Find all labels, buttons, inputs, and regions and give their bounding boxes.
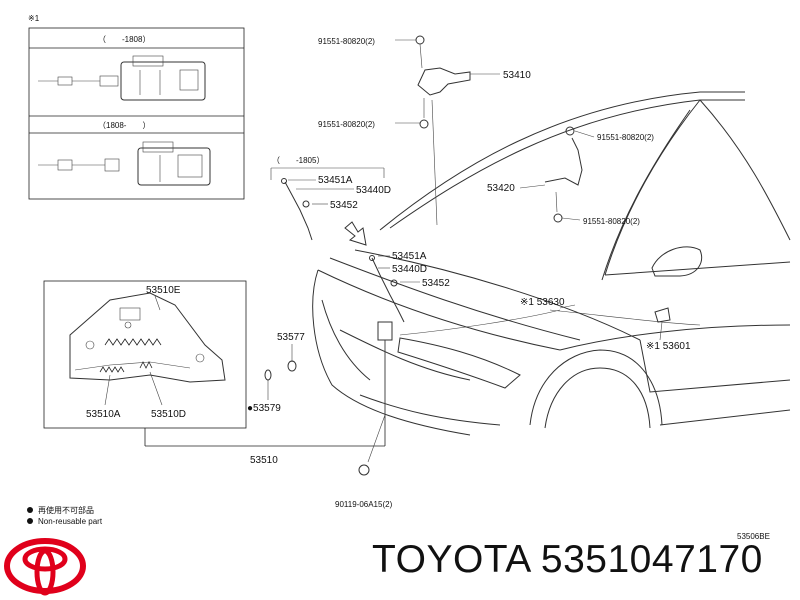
range-a-label: （ -1808） xyxy=(98,35,150,44)
label-53451A-b: 53451A xyxy=(392,251,427,262)
legend-bullet-1 xyxy=(27,507,33,513)
washer-hose-53630: ※1 53630 xyxy=(399,297,576,336)
bolts-90119: 90119-06A15(2) xyxy=(335,340,393,509)
vehicle-outline xyxy=(312,91,791,436)
legend-line-2: Non-reusable part xyxy=(38,517,103,526)
label-53452-b: 53452 xyxy=(422,278,450,289)
washer-nozzle-53601: ※1 53601 xyxy=(646,307,691,352)
label-53440D-b: 53440D xyxy=(392,264,427,275)
legend: 再使用不可部品 Non-reusable part xyxy=(27,505,103,526)
hood-support-lower: 53451A 53440D 53452 xyxy=(369,251,450,323)
toyota-logo xyxy=(4,538,86,596)
legend-bullet-2 xyxy=(27,518,33,524)
hood-support-upper: （ -1805） 53451A 53440D 53452 xyxy=(270,156,391,241)
brand-part-number: TOYOTA 5351047170 xyxy=(372,538,763,581)
cushion-and-clip: 53577 ●53579 xyxy=(247,332,305,414)
label-53510: 53510 xyxy=(250,455,278,466)
range-1805-label: （ -1805） xyxy=(272,156,324,165)
label-53420: 53420 xyxy=(487,183,515,194)
hood-hinge-53410: 91551-80820(2) 53410 91551-80820(2) xyxy=(318,35,531,226)
label-91551-b: 91551-80820(2) xyxy=(318,120,375,129)
label-53451A-a: 53451A xyxy=(318,175,353,186)
connector-variant-b xyxy=(38,141,211,186)
range-b-label: （1808- ） xyxy=(98,121,150,130)
label-53601: ※1 53601 xyxy=(646,341,691,352)
label-53510D: 53510D xyxy=(151,409,186,420)
label-53452-a: 53452 xyxy=(330,200,358,211)
inset-ref-mark: ※1 xyxy=(28,14,40,23)
label-53410: 53410 xyxy=(503,70,531,81)
label-53577: 53577 xyxy=(277,332,305,343)
hood-lock-leader: 53510 xyxy=(144,321,393,466)
label-53510E: 53510E xyxy=(146,285,181,296)
connector-variants-inset: ※1 （ -1808） （1808- ） xyxy=(28,14,245,200)
label-91551-a: 91551-80820(2) xyxy=(318,37,375,46)
legend-line-1: 再使用不可部品 xyxy=(38,505,94,515)
label-91551-d: 91551-80820(2) xyxy=(583,217,640,226)
hood-lock-part xyxy=(377,321,393,341)
label-53440D-a: 53440D xyxy=(356,185,391,196)
inset-frame xyxy=(28,27,245,200)
label-53510A: 53510A xyxy=(86,409,121,420)
label-91551-c: 91551-80820(2) xyxy=(597,133,654,142)
connector-variant-a xyxy=(38,55,206,101)
hood-lock-inset: 53510E 53510A 53510D xyxy=(43,280,247,429)
hood-hinge-53420: 91551-80820(2) 53420 91551-80820(2) xyxy=(487,126,654,226)
view-arrow xyxy=(344,221,367,246)
label-53579: ●53579 xyxy=(247,403,281,414)
diagram-code: 53506BE xyxy=(737,532,770,541)
label-53630: ※1 53630 xyxy=(520,297,565,308)
label-90119: 90119-06A15(2) xyxy=(335,500,393,509)
